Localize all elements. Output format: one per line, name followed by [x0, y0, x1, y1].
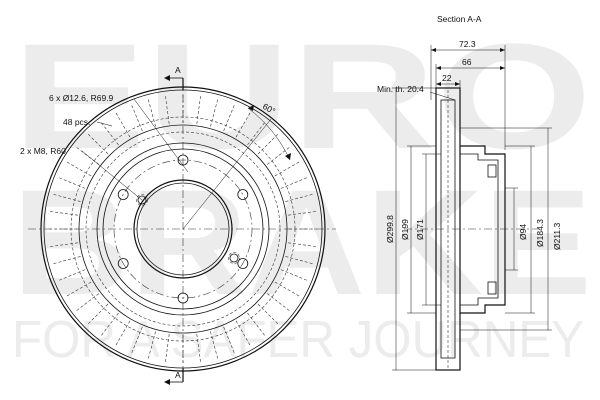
vent-line — [114, 111, 131, 138]
disc-outer-chamfer — [43, 89, 323, 369]
label-vent-count: 48 pcs. — [63, 117, 90, 127]
dim-arrow — [500, 48, 505, 52]
vent-line — [51, 193, 81, 202]
dim-d-hat-outer: Ø184.3 — [535, 219, 545, 247]
dim-d-hat: Ø171 — [415, 219, 425, 240]
dim-thickness: 22 — [442, 73, 452, 83]
vent-line — [274, 160, 301, 177]
vent-line — [247, 312, 267, 338]
vent-line — [274, 281, 301, 298]
dim-arrow — [436, 82, 441, 86]
section-arrowhead-top — [164, 75, 170, 81]
vent-line — [285, 193, 315, 202]
angle-arrow-start — [248, 105, 254, 111]
label-threaded-holes: 2 x M8, R60 — [20, 146, 66, 156]
vent-line — [285, 256, 315, 265]
dim-d-friction-inner: Ø211.3 — [552, 222, 562, 250]
vent-line — [99, 120, 119, 146]
thread-section-top — [487, 164, 497, 178]
vent-line — [266, 293, 292, 313]
vent-line — [266, 145, 292, 165]
vent-inner-circle — [85, 131, 281, 327]
hat-outer-edge — [96, 142, 270, 316]
vent-line — [235, 111, 252, 138]
vent-line — [51, 256, 81, 265]
vent-line — [210, 97, 219, 127]
front-view: A A 60° 6 x Ø12.6, — [20, 65, 336, 385]
center-bore-chamfer — [136, 182, 230, 276]
diameter-dims: Ø299.8 Ø199 Ø171 Ø94 Ø184.3 Ø211.3 — [385, 87, 562, 371]
thread-hole — [137, 195, 147, 205]
thread-hole-outline — [136, 194, 148, 206]
dim-arrow — [436, 66, 441, 70]
dim-arrow — [500, 66, 505, 70]
vent-line — [65, 281, 92, 298]
bolt-hole-group — [117, 154, 249, 304]
label-bolt-holes: 6 x Ø12.6, R69.9 — [49, 93, 114, 103]
vent-line — [74, 293, 100, 313]
friction-inner-edge — [78, 124, 288, 334]
section-arrowhead-bottom — [164, 379, 170, 385]
hat-inner-profile — [460, 153, 499, 306]
dim-d-inner-ring: Ø199 — [400, 219, 410, 240]
leader-holes — [133, 98, 189, 173]
leader-vents — [96, 121, 113, 127]
dim-d-center: Ø94 — [518, 224, 528, 240]
vent-line — [114, 320, 131, 347]
angle-arrow-end — [285, 153, 291, 160]
bolt-hole — [177, 292, 189, 304]
dim-d-outer: Ø299.8 — [385, 215, 395, 243]
center-bore — [133, 179, 233, 279]
bolt-hole — [117, 189, 129, 200]
min-thickness-label: Min. th. 20.4 — [377, 84, 424, 94]
section-marker-top: A — [175, 65, 181, 75]
thread-section-bottom — [487, 281, 497, 295]
vent-line — [210, 331, 219, 361]
vent-line — [65, 160, 92, 177]
vent-line — [99, 312, 119, 338]
bolt-hole — [117, 258, 129, 269]
hat-inner-edge — [102, 148, 264, 310]
dim-arrow — [455, 82, 460, 86]
vent-line — [235, 320, 252, 347]
vent-line — [147, 97, 156, 127]
bolt-circle — [113, 159, 253, 299]
leader-min-thickness — [429, 91, 456, 101]
section-marker-bottom: A — [175, 370, 181, 380]
angle-ray — [182, 118, 272, 230]
vent-line — [247, 120, 267, 146]
section-view: Section A-A 72.3 66 22 Min. th. 20.4 — [377, 14, 562, 371]
hat-profile — [460, 145, 506, 314]
dim-arrow — [431, 48, 436, 52]
bolt-hole — [237, 258, 249, 269]
thread-hole-outline — [228, 252, 240, 264]
dim-overall-height: 72.3 — [459, 39, 476, 49]
watermark-line3: FOR A SAFER JOURNEY — [12, 311, 584, 369]
thread-hole — [229, 253, 239, 263]
vent-line — [147, 331, 156, 361]
dim-hat-height: 66 — [462, 57, 472, 67]
section-title: Section A-A — [437, 14, 482, 24]
disc-outer-edge — [40, 86, 326, 372]
leader-threads — [81, 150, 143, 201]
thread-hole-group — [136, 194, 240, 264]
bolt-hole — [237, 189, 249, 200]
